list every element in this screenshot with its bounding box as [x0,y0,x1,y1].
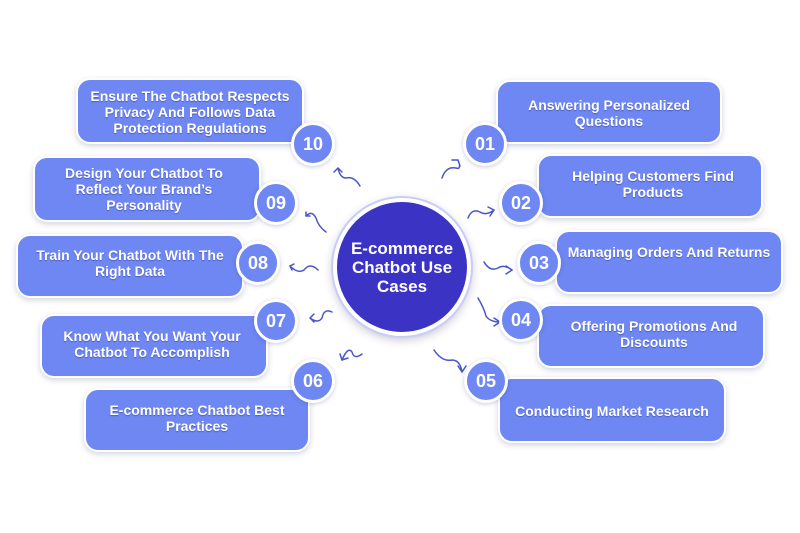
arrow-08 [288,263,319,273]
item-05-label: Conducting Market Research [515,403,709,419]
arrow-04 [477,297,502,327]
item-10-box: Ensure The Chatbot Respects Privacy And … [76,78,304,144]
item-01-number: 01 [463,122,507,166]
arrow-07 [308,310,333,323]
item-07-label: Know What You Want Your Chatbot To Accom… [63,328,241,360]
arrow-03 [483,261,514,275]
center-title-circle: E-commerce Chatbot Use Cases [333,198,471,336]
item-09-box: Design Your Chatbot To Reflect Your Bran… [33,156,261,222]
item-06-label: E-commerce Chatbot Best Practices [109,402,285,434]
item-07-box: Know What You Want Your Chatbot To Accom… [40,314,268,378]
item-09-number: 09 [254,181,298,225]
item-03-box: Managing Orders And Returns [555,230,783,294]
item-05-box: Conducting Market Research [498,377,726,443]
item-07-number: 07 [254,299,298,343]
item-03-label: Managing Orders And Returns [567,244,771,260]
item-02-number: 02 [499,181,543,225]
item-01-label: Answering Personalized Questions [528,97,690,129]
item-08-box: Train Your Chatbot With The Right Data [16,234,244,298]
item-04-label: Offering Promotions And Discounts [570,318,738,350]
item-06-number: 06 [291,359,335,403]
arrow-05 [433,349,467,374]
item-01-box: Answering Personalized Questions [496,80,722,144]
center-title: E-commerce Chatbot Use Cases [350,238,454,296]
arrow-09 [305,211,327,233]
arrow-02 [467,206,496,219]
item-09-label: Design Your Chatbot To Reflect Your Bran… [65,165,223,213]
item-03-number: 03 [517,241,561,285]
item-08-label: Train Your Chatbot With The Right Data [36,247,224,279]
item-06-box: E-commerce Chatbot Best Practices [84,388,310,452]
item-04-number: 04 [499,298,543,342]
arrow-10 [333,166,361,187]
item-04-box: Offering Promotions And Discounts [537,304,765,368]
arrow-06 [339,349,363,361]
item-02-label: Helping Customers Find Products [572,168,734,200]
item-10-number: 10 [291,122,335,166]
arrow-01 [441,159,461,179]
item-10-label: Ensure The Chatbot Respects Privacy And … [90,88,290,136]
item-08-number: 08 [236,241,280,285]
item-02-box: Helping Customers Find Products [537,154,763,218]
item-05-number: 05 [464,359,508,403]
